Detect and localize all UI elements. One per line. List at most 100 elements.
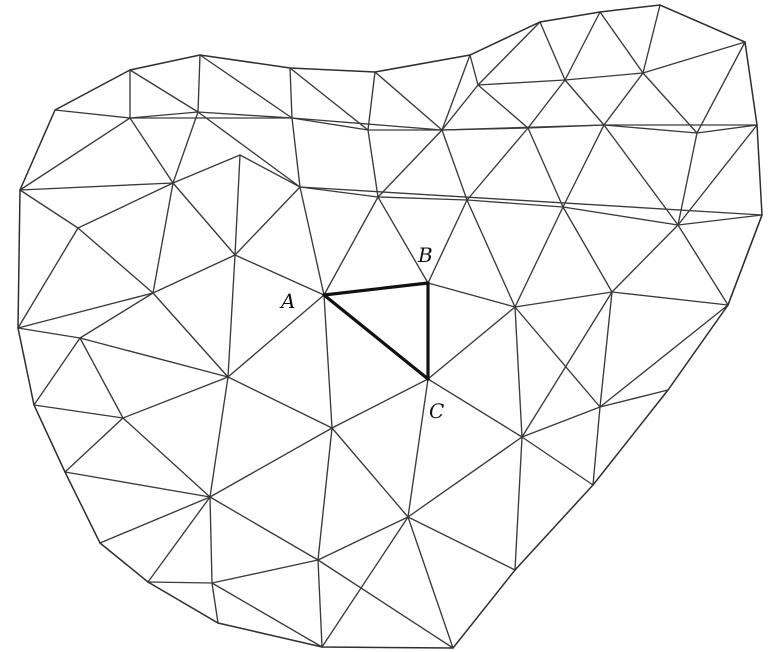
mesh-edge xyxy=(600,305,728,407)
mesh-edge xyxy=(442,85,478,130)
mesh-edge xyxy=(478,85,528,128)
mesh-edge xyxy=(228,295,324,377)
mesh-edge xyxy=(78,228,153,293)
mesh-edge xyxy=(515,292,612,307)
mesh-edge xyxy=(467,200,515,307)
mesh-edge xyxy=(148,582,212,583)
mesh-edge xyxy=(522,292,612,437)
mesh-edges xyxy=(18,5,762,648)
mesh-edge xyxy=(173,183,235,255)
mesh-edge xyxy=(408,437,522,517)
mesh-edge xyxy=(130,112,198,118)
mesh-edge xyxy=(228,377,332,428)
mesh-edge xyxy=(368,72,375,130)
mesh-edge xyxy=(378,197,428,283)
mesh-edge xyxy=(442,125,604,130)
mesh-edge xyxy=(408,379,428,517)
mesh-edge xyxy=(300,187,324,295)
mesh-edge xyxy=(318,428,332,560)
mesh-edge xyxy=(678,215,762,225)
mesh-edge xyxy=(565,12,600,80)
mesh-edge xyxy=(210,497,318,560)
mesh-edge xyxy=(470,55,478,85)
mesh-edge xyxy=(643,5,660,73)
mesh-edge xyxy=(123,418,210,497)
mesh-edge xyxy=(467,200,563,207)
mesh-edge xyxy=(235,155,240,255)
mesh-edge xyxy=(153,293,228,377)
mesh-edge xyxy=(300,187,762,215)
mesh-edge xyxy=(678,225,728,305)
mesh-edge xyxy=(235,255,324,295)
mesh-edge xyxy=(80,338,123,418)
mesh-edge xyxy=(332,379,428,428)
mesh-edge xyxy=(324,295,332,428)
mesh-edge xyxy=(522,437,593,485)
mesh-edge xyxy=(20,183,173,190)
mesh-edge xyxy=(604,125,697,133)
mesh-edge xyxy=(428,283,515,307)
mesh-edge xyxy=(697,125,757,133)
mesh-edge xyxy=(378,197,467,200)
mesh-edge xyxy=(522,407,600,437)
vertex-labels: A B C xyxy=(279,243,444,423)
edge-ca xyxy=(324,295,428,379)
mesh-edge xyxy=(34,338,80,405)
mesh-edge xyxy=(515,207,563,307)
mesh-edge xyxy=(324,197,378,295)
mesh-edge xyxy=(65,472,210,497)
mesh-edge xyxy=(18,328,80,338)
highlighted-triangle-abc xyxy=(324,283,428,379)
mesh-edge xyxy=(600,12,643,73)
mesh-edge xyxy=(210,497,212,583)
mesh-edge xyxy=(528,80,565,128)
mesh-edge xyxy=(292,118,442,130)
vertex-label-b: B xyxy=(417,243,433,267)
mesh-edge xyxy=(290,68,292,118)
mesh-edge xyxy=(528,128,563,207)
mesh-edge xyxy=(228,255,235,377)
mesh-edge xyxy=(643,42,745,73)
mesh-edge xyxy=(292,118,368,130)
mesh-edge xyxy=(300,187,378,197)
mesh-edge xyxy=(130,70,198,112)
mesh-edge xyxy=(378,130,442,197)
vertex-label-c: C xyxy=(429,399,444,423)
mesh-edge xyxy=(565,73,643,80)
mesh-edge xyxy=(198,112,300,187)
mesh-edge xyxy=(212,560,318,583)
mesh-edge xyxy=(210,428,332,497)
mesh-edge xyxy=(173,155,240,183)
mesh-edge xyxy=(318,560,453,648)
mesh-edge xyxy=(612,225,678,292)
mesh-edge xyxy=(65,418,123,472)
mesh-edge xyxy=(200,55,292,118)
mesh-edge xyxy=(210,377,228,497)
mesh-edge xyxy=(515,307,600,407)
mesh-edge xyxy=(332,428,408,517)
mesh-edge xyxy=(18,228,78,328)
mesh-edge xyxy=(563,125,604,207)
mesh-edge xyxy=(478,80,565,85)
edge-ab xyxy=(324,283,428,295)
mesh-edge xyxy=(322,517,408,647)
mesh-edge xyxy=(318,560,322,647)
mesh-edge xyxy=(130,118,173,183)
mesh-edge xyxy=(173,112,198,183)
mesh-edge xyxy=(55,110,130,118)
mesh-edge xyxy=(240,155,300,187)
mesh-edge xyxy=(515,307,522,437)
mesh-edge xyxy=(428,200,467,283)
mesh-edge xyxy=(20,190,78,228)
mesh-edge xyxy=(565,80,604,125)
mesh-edge xyxy=(153,255,235,293)
mesh-edge xyxy=(153,183,173,293)
mesh-edge xyxy=(643,73,697,133)
mesh-edge xyxy=(442,55,470,130)
mesh-edge xyxy=(18,293,153,328)
mesh-edge xyxy=(515,437,522,570)
mesh-edge xyxy=(375,72,442,130)
mesh-edge xyxy=(235,187,300,255)
mesh-edge xyxy=(212,583,322,647)
